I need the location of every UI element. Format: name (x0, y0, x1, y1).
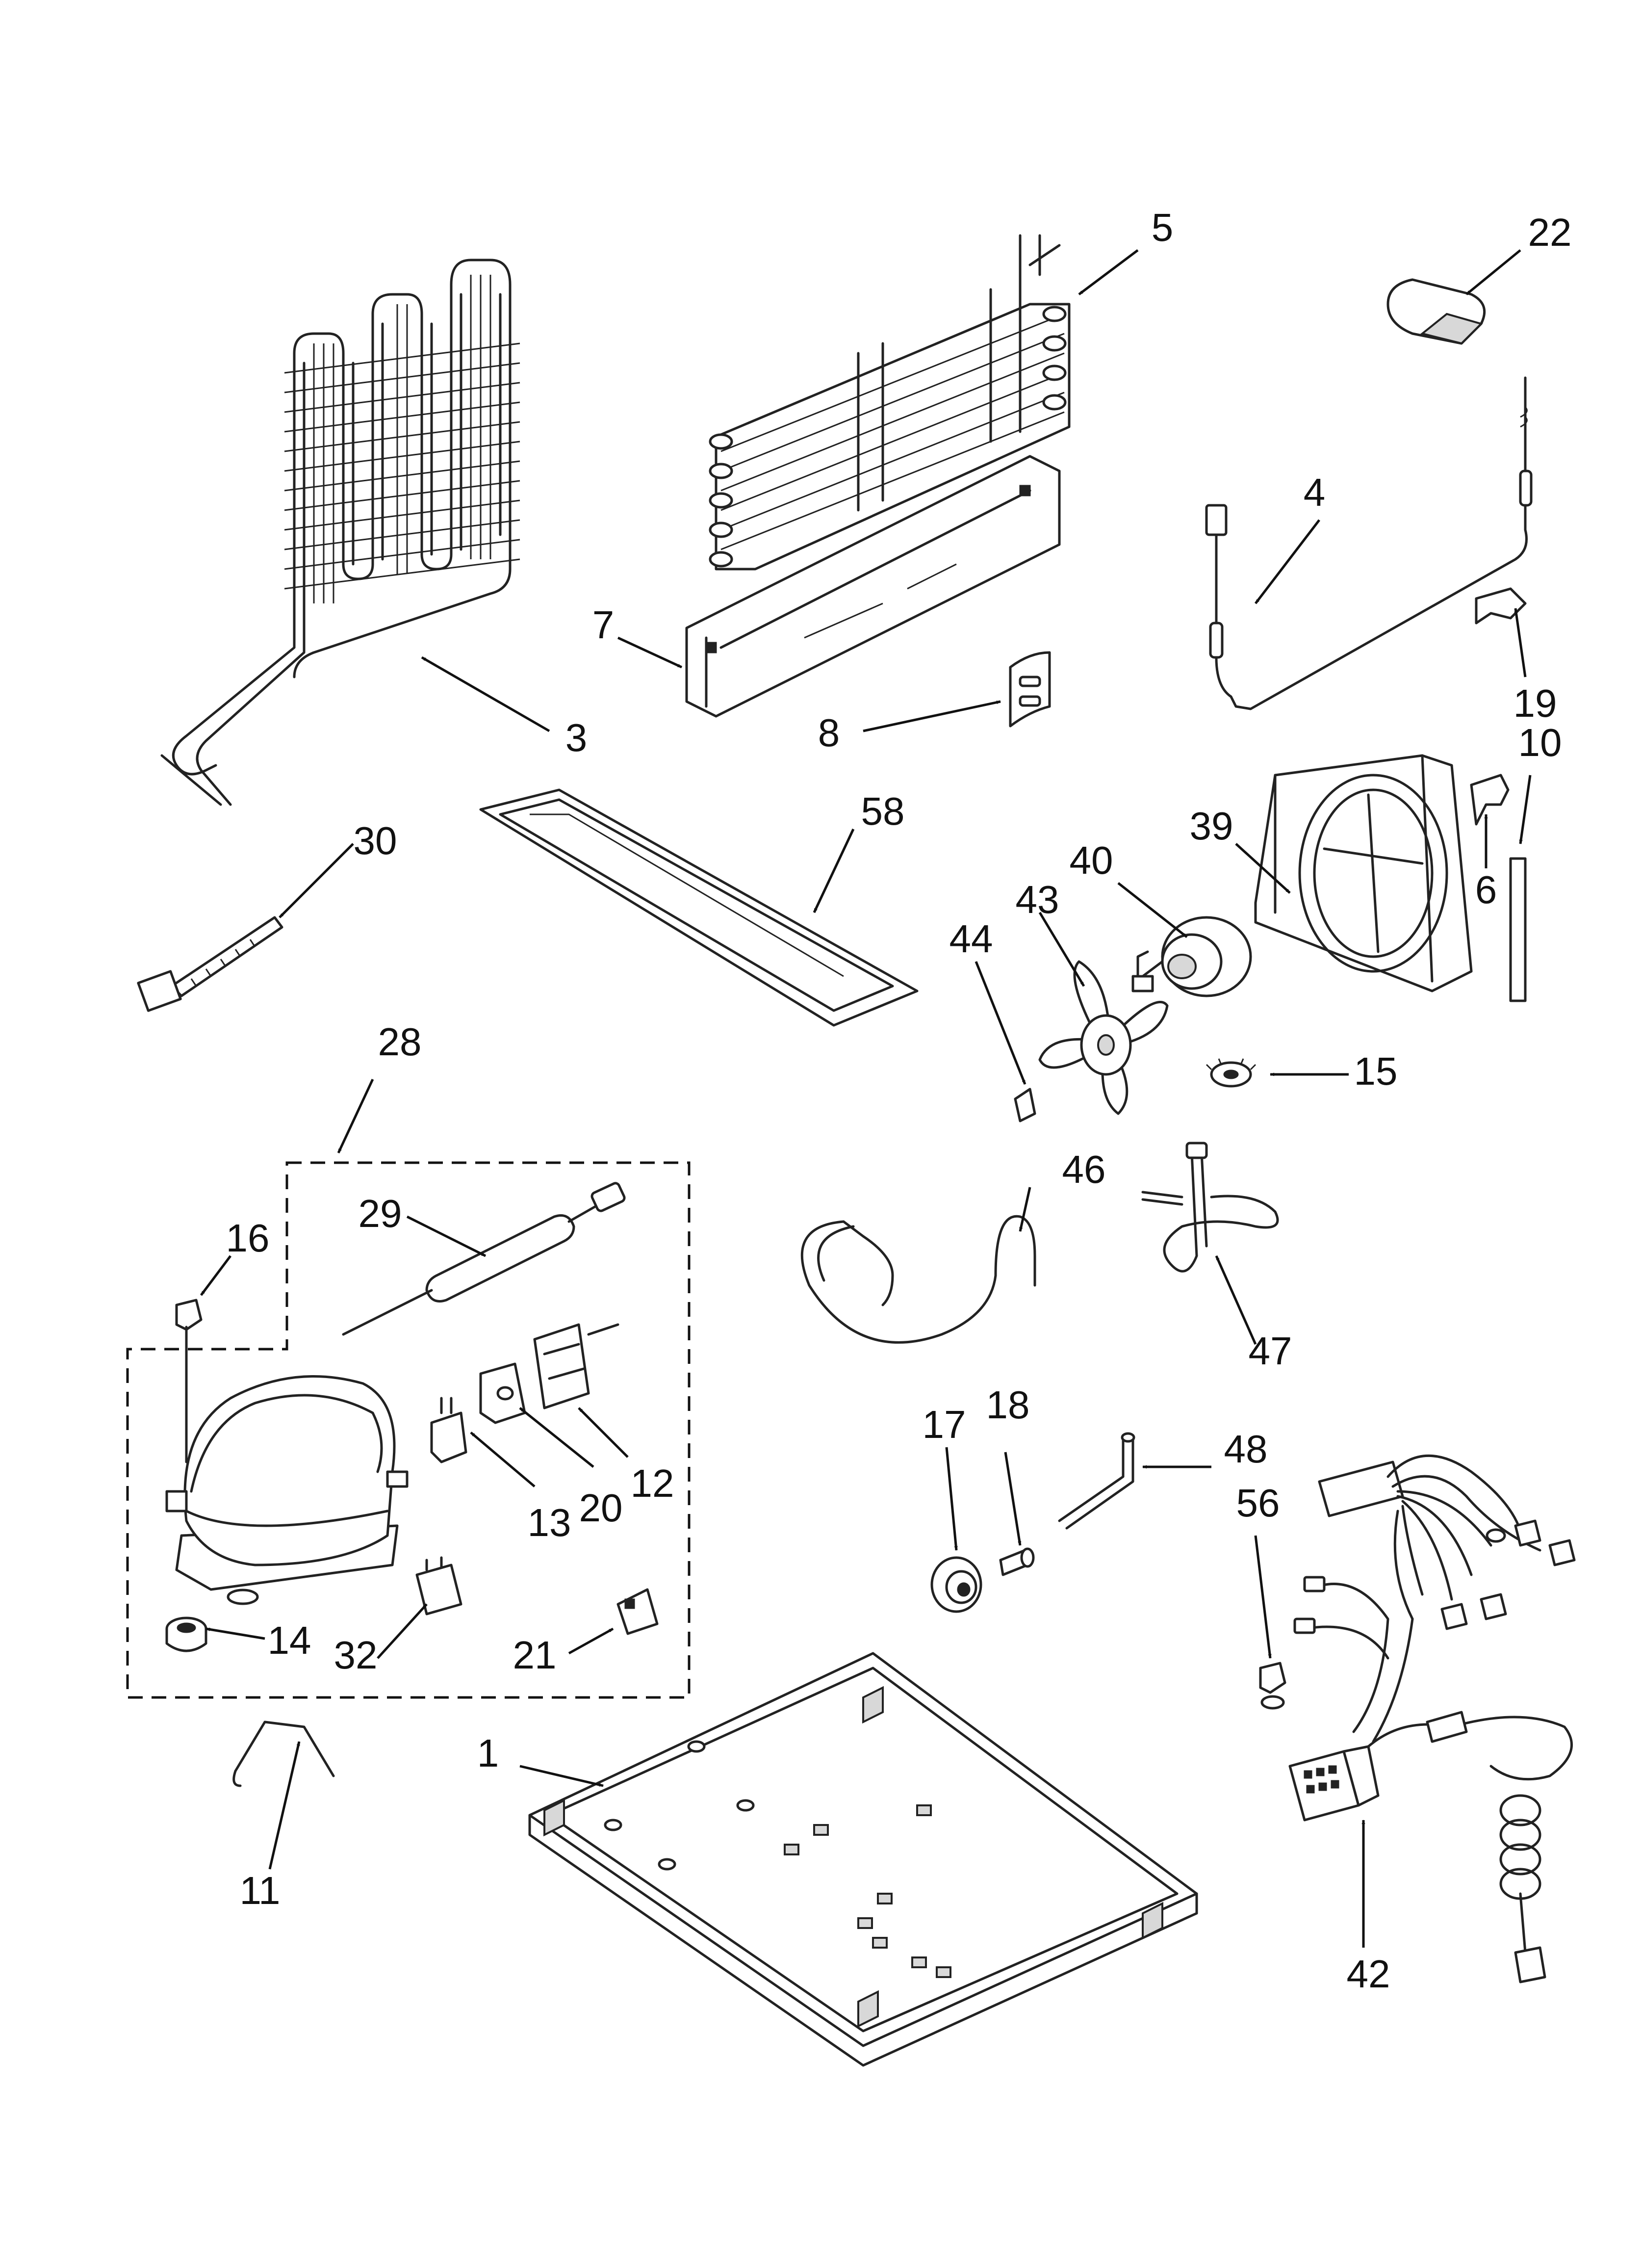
capacitor (415, 1556, 462, 1616)
callout-40: 40 (1070, 838, 1113, 882)
connector-plug (616, 1588, 659, 1635)
callout-labels: 1 3 4 5 6 7 8 10 11 12 13 14 15 16 17 18… (226, 206, 1572, 1996)
condenser-coil (160, 259, 520, 806)
wire-harness (1288, 1454, 1576, 1983)
drain-tube (1141, 1142, 1279, 1273)
compressor-screw (175, 1299, 203, 1463)
blade-clip (1014, 1088, 1036, 1122)
base-frame (528, 1652, 1198, 2067)
tube-fitting (1058, 1432, 1135, 1530)
ground-screw (1259, 1662, 1286, 1710)
overload-protector (479, 1362, 526, 1424)
callout-56: 56 (1236, 1481, 1280, 1525)
fan-blade (1038, 960, 1169, 1115)
strip (1509, 857, 1527, 1002)
callout-15: 15 (1354, 1049, 1398, 1093)
callout-8: 8 (818, 711, 840, 755)
callout-11: 11 (239, 1869, 280, 1912)
wire-clip (232, 1721, 335, 1787)
clip (1475, 587, 1527, 625)
callout-19: 19 (1514, 681, 1557, 725)
fan-shroud (1254, 754, 1473, 992)
screw (1470, 774, 1510, 826)
callout-29: 29 (359, 1192, 402, 1235)
sensor-wire (1205, 376, 1533, 710)
callout-12: 12 (631, 1461, 674, 1505)
filter-drier (342, 1182, 626, 1336)
callout-14: 14 (268, 1618, 311, 1662)
callout-17: 17 (923, 1403, 966, 1446)
cap (1386, 278, 1486, 345)
callout-16: 16 (226, 1216, 270, 1260)
callout-48: 48 (1224, 1427, 1268, 1471)
callout-22: 22 (1528, 210, 1572, 254)
callout-4: 4 (1304, 470, 1326, 514)
tube (800, 1215, 1036, 1344)
evaporator-coil (709, 234, 1071, 571)
callout-3: 3 (565, 716, 588, 759)
callout-10: 10 (1518, 721, 1562, 764)
callout-18: 18 (986, 1383, 1030, 1427)
callout-30: 30 (354, 819, 397, 862)
callout-28: 28 (378, 1020, 422, 1064)
roller (930, 1556, 982, 1613)
callout-32: 32 (334, 1633, 378, 1677)
callout-1: 1 (477, 1731, 499, 1775)
callout-47: 47 (1249, 1329, 1292, 1373)
compressor-grommet (165, 1616, 207, 1652)
leader-lines (200, 249, 1532, 1948)
callout-7: 7 (592, 603, 615, 647)
callout-20: 20 (579, 1486, 623, 1530)
compressor (165, 1375, 409, 1605)
bracket (1009, 651, 1051, 728)
callout-46: 46 (1062, 1147, 1106, 1191)
drain-pan (479, 788, 919, 1027)
start-relay (430, 1397, 467, 1463)
evaporator-cover (685, 455, 1061, 718)
cable-tie (137, 916, 283, 1012)
callout-21: 21 (513, 1633, 557, 1677)
callout-5: 5 (1152, 206, 1174, 249)
grommet (1206, 1058, 1257, 1088)
callout-6: 6 (1475, 868, 1497, 912)
callout-13: 13 (528, 1501, 571, 1544)
callout-43: 43 (1016, 878, 1059, 921)
callout-44: 44 (949, 917, 993, 961)
callout-39: 39 (1190, 804, 1233, 848)
relay-cover (533, 1323, 619, 1409)
callout-58: 58 (861, 789, 905, 833)
compressor-kit-outline (126, 1161, 691, 1699)
axle-pin (999, 1547, 1035, 1576)
callout-42: 42 (1347, 1952, 1390, 1996)
fan-motor (1131, 916, 1252, 997)
